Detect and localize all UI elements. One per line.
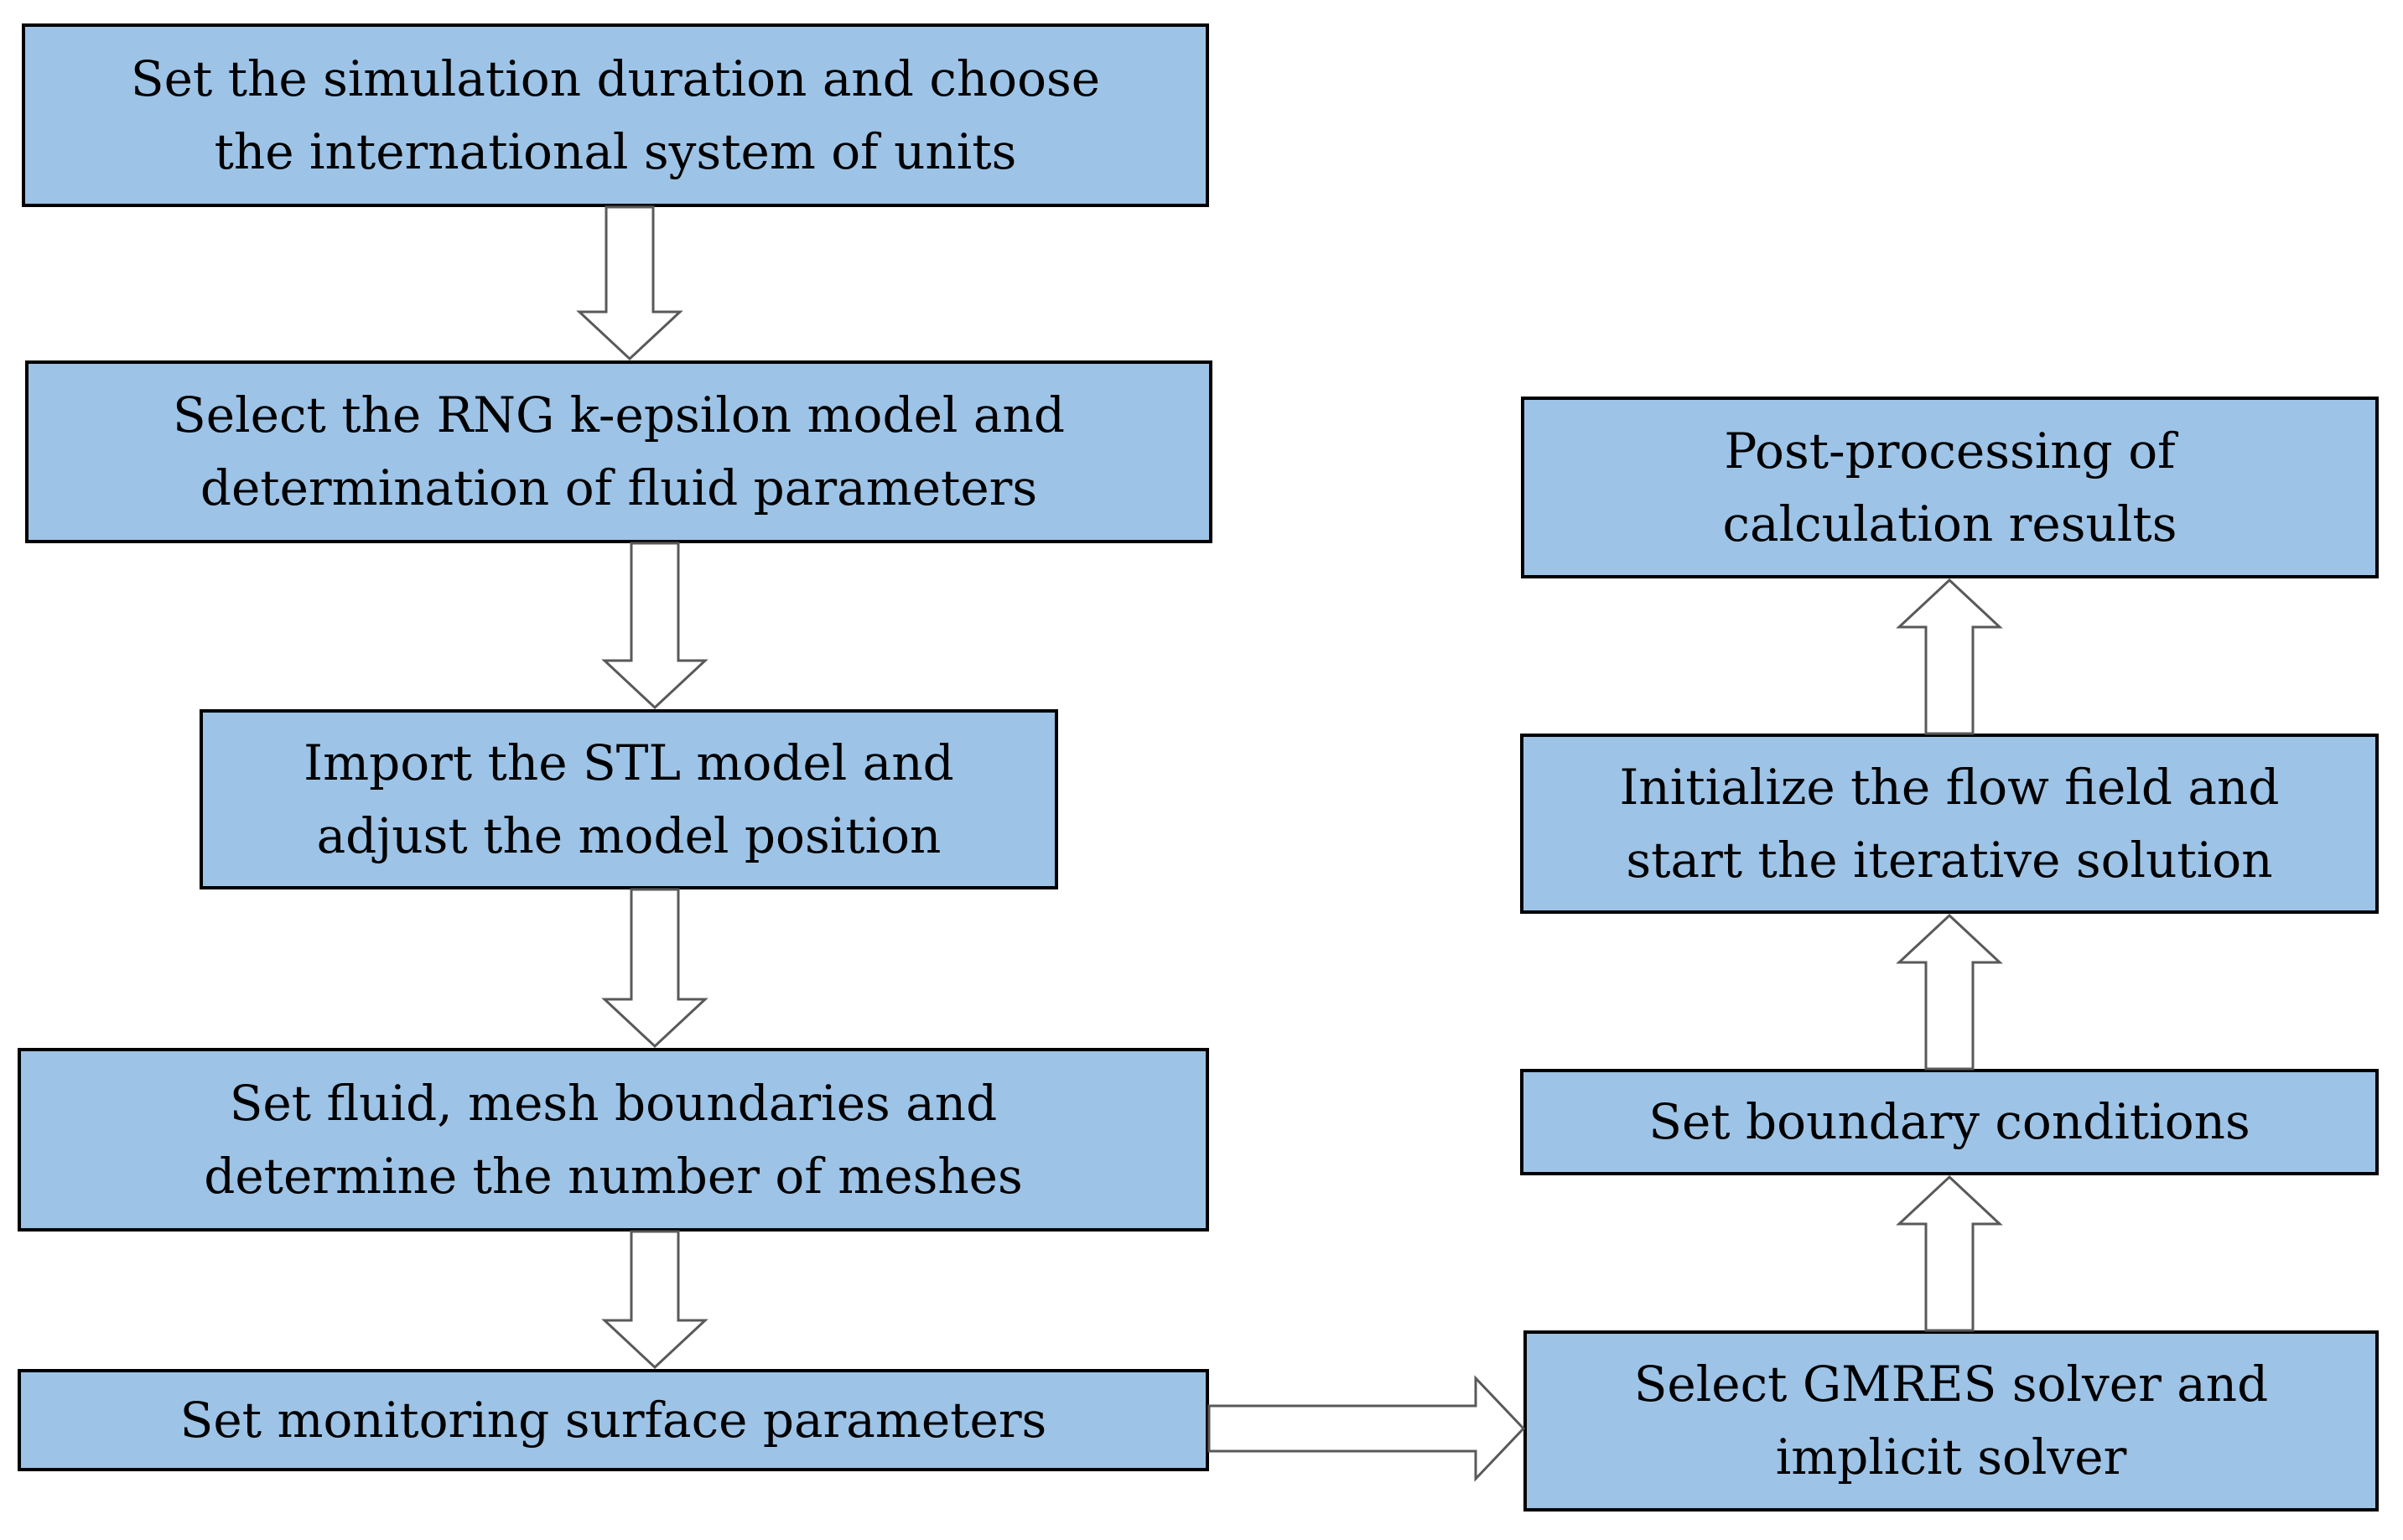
- arrow-up-icon: [1896, 1174, 2003, 1332]
- arrow-down-icon: [601, 888, 708, 1049]
- flow-step-set-fluid-mesh: Set fluid, mesh boundaries and determine…: [18, 1048, 1209, 1231]
- flow-step-label: Set monitoring surface parameters: [179, 1391, 1047, 1449]
- arrow-up-icon: [1896, 578, 2003, 735]
- arrow-down-icon: [601, 542, 708, 710]
- arrow-down-icon: [576, 205, 683, 361]
- arrow-down-icon: [601, 1230, 708, 1370]
- flow-step-set-duration-units: Set the simulation duration and choose t…: [22, 23, 1209, 207]
- arrow-right-icon: [1207, 1375, 1526, 1482]
- flow-step-initialize-flow: Initialize the flow field and start the …: [1520, 734, 2379, 914]
- flow-step-label: Set fluid, mesh boundaries and determine…: [204, 1074, 1023, 1205]
- flow-step-label: Import the STL model and adjust the mode…: [304, 734, 954, 864]
- flow-step-label: Set boundary conditions: [1648, 1093, 2250, 1150]
- flow-step-label: Select GMRES solver and implicit solver: [1633, 1356, 2269, 1486]
- arrow-up-icon: [1896, 913, 2003, 1071]
- flow-step-post-processing: Post-processing of calculation results: [1521, 397, 2379, 578]
- flow-step-import-stl-model: Import the STL model and adjust the mode…: [200, 709, 1058, 889]
- flow-step-select-gmres-solver: Select GMRES solver and implicit solver: [1523, 1330, 2379, 1511]
- flow-step-label: Initialize the flow field and start the …: [1619, 758, 2280, 889]
- flow-step-label: Select the RNG k-epsilon model and deter…: [173, 386, 1065, 516]
- flow-step-select-rng-model: Select the RNG k-epsilon model and deter…: [25, 360, 1212, 543]
- flow-step-set-boundary: Set boundary conditions: [1520, 1069, 2379, 1175]
- flow-step-label: Set the simulation duration and choose t…: [130, 49, 1101, 180]
- flow-step-set-monitoring: Set monitoring surface parameters: [18, 1369, 1209, 1471]
- flow-step-label: Post-processing of calculation results: [1722, 422, 2177, 552]
